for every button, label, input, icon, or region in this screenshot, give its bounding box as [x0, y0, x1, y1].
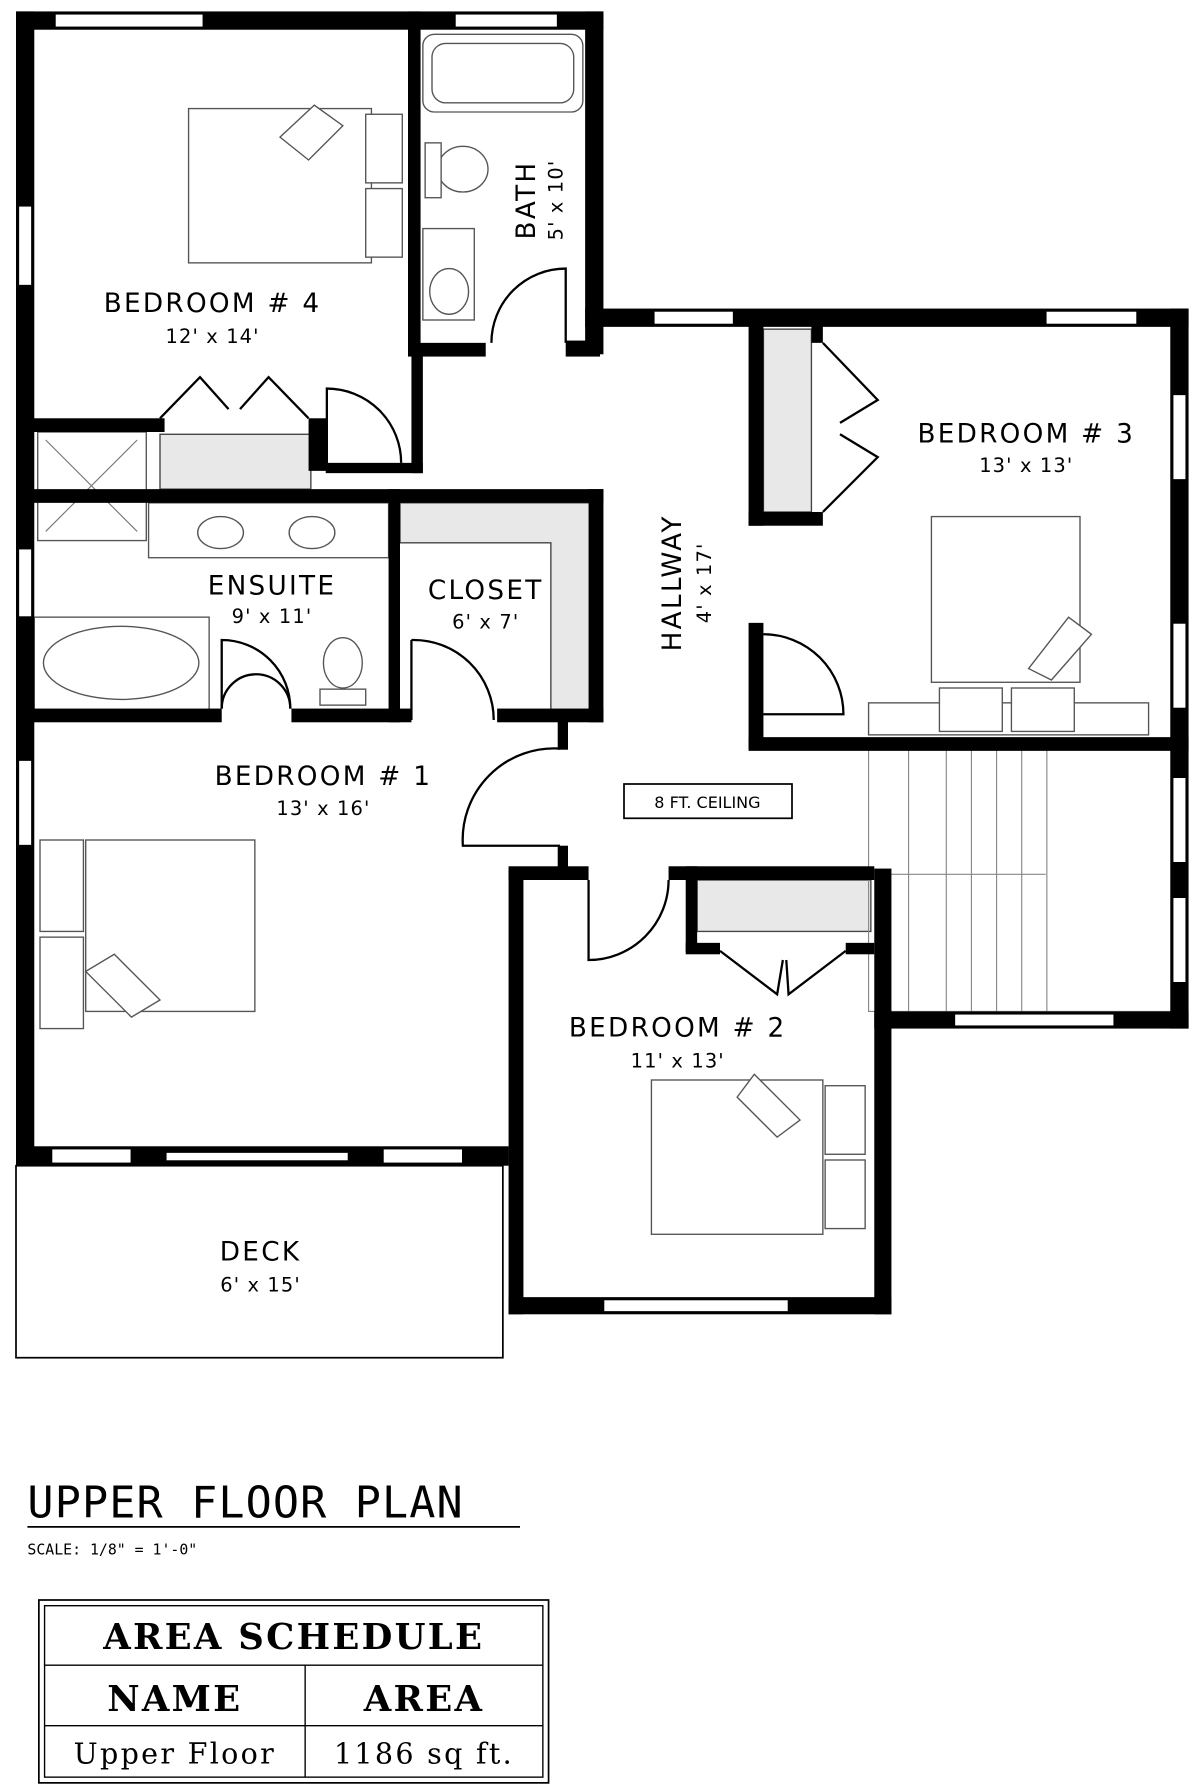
room-size-bedroom3: 13' x 13' [979, 454, 1073, 477]
ceiling-note: 8 FT. CEILING [654, 793, 760, 812]
plan-scale: SCALE: 1/8" = 1'-0" [27, 1540, 197, 1558]
room-size-bath: 5' x 10' [544, 160, 567, 241]
bed-bedroom1 [39, 839, 256, 1030]
room-size-deck: 6' x 15' [220, 1273, 301, 1296]
room-size-bedroom4: 12' x 14' [165, 325, 259, 348]
room-name-bath: BATH [512, 161, 542, 240]
area-schedule-table: AREA SCHEDULE NAME AREA Upper Floor 1186… [38, 1599, 550, 1784]
room-size-bedroom1: 13' x 16' [276, 797, 370, 820]
fixtures [33, 33, 1150, 736]
room-name-hallway: HALLWAY [658, 514, 688, 651]
ceiling-note-box [623, 783, 793, 820]
header-name: NAME [107, 1679, 242, 1720]
room-name-bedroom4: BEDROOM # 4 [104, 289, 322, 319]
room-size-ensuite: 9' x 11' [232, 605, 313, 628]
row-area: 1186 sq ft. [334, 1736, 514, 1770]
bed-bedroom4 [187, 104, 403, 264]
windows [17, 12, 1188, 1313]
room-name-bedroom1: BEDROOM # 1 [215, 762, 433, 792]
area-schedule-title: AREA SCHEDULE [102, 1617, 484, 1658]
staircase [868, 748, 1172, 1012]
room-name-deck: DECK [220, 1238, 302, 1268]
plan-title: UPPER FLOOR PLAN [27, 1479, 463, 1529]
room-size-bedroom2: 11' x 13' [631, 1049, 725, 1072]
room-name-closet: CLOSET [428, 576, 544, 606]
room-size-hallway: 4' x 17' [693, 543, 716, 624]
room-name-ensuite: ENSUITE [208, 571, 337, 601]
closet-shelves [159, 328, 872, 933]
room-size-closet: 6' x 7' [452, 611, 519, 634]
room-name-bedroom3: BEDROOM # 3 [917, 419, 1135, 449]
door-swings [159, 267, 880, 997]
bed-bedroom2 [650, 1073, 866, 1235]
header-area: AREA [363, 1679, 485, 1720]
room-name-bedroom2: BEDROOM # 2 [569, 1014, 787, 1044]
row-name: Upper Floor [74, 1736, 276, 1770]
bed-bedroom3 [930, 515, 1093, 733]
